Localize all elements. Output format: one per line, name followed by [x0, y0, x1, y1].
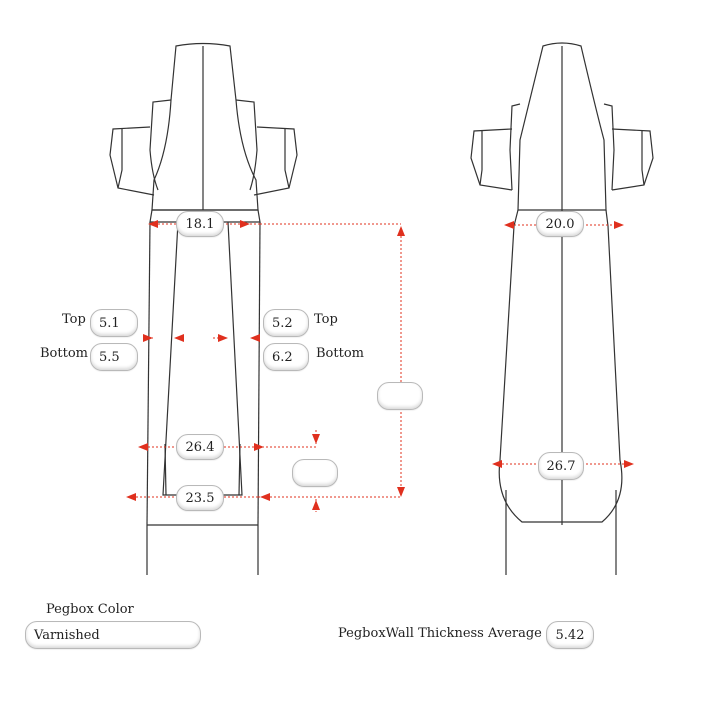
front-top-width-field[interactable]: 18.1 — [176, 211, 224, 237]
side-dimension-arrows — [492, 221, 634, 468]
wall-bottom-left-field[interactable]: 5.5 — [90, 343, 138, 371]
wall-bottom-right-field[interactable]: 6.2 — [263, 343, 309, 371]
wall-top-left-field[interactable]: 5.1 — [90, 309, 138, 337]
pegbox-color-field[interactable]: Varnished — [25, 621, 201, 649]
front-dimension-arrows — [126, 220, 405, 510]
length-field[interactable] — [377, 382, 423, 410]
bottom-left-label: Bottom — [40, 346, 88, 361]
top-left-label: Top — [62, 312, 86, 327]
wall-top-right-field[interactable]: 5.2 — [263, 309, 309, 337]
side-bottom-width-field[interactable]: 26.7 — [538, 452, 584, 480]
pegbox-color-label: Pegbox Color — [46, 602, 134, 617]
wall-thickness-average-label: PegboxWall Thickness Average — [338, 626, 542, 641]
side-top-width-field[interactable]: 20.0 — [536, 211, 584, 237]
front-view-outline — [109, 42, 298, 575]
side-view-outline — [470, 42, 654, 575]
top-right-label: Top — [314, 312, 338, 327]
side-dimension-lines — [494, 224, 632, 465]
depth-field[interactable] — [292, 459, 338, 487]
front-lower-width-field[interactable]: 26.4 — [176, 434, 224, 460]
wall-thickness-average-field[interactable]: 5.42 — [546, 621, 594, 649]
front-dimension-lines — [128, 223, 402, 512]
bottom-right-label: Bottom — [316, 346, 364, 361]
front-bottom-width-field[interactable]: 23.5 — [176, 485, 224, 511]
